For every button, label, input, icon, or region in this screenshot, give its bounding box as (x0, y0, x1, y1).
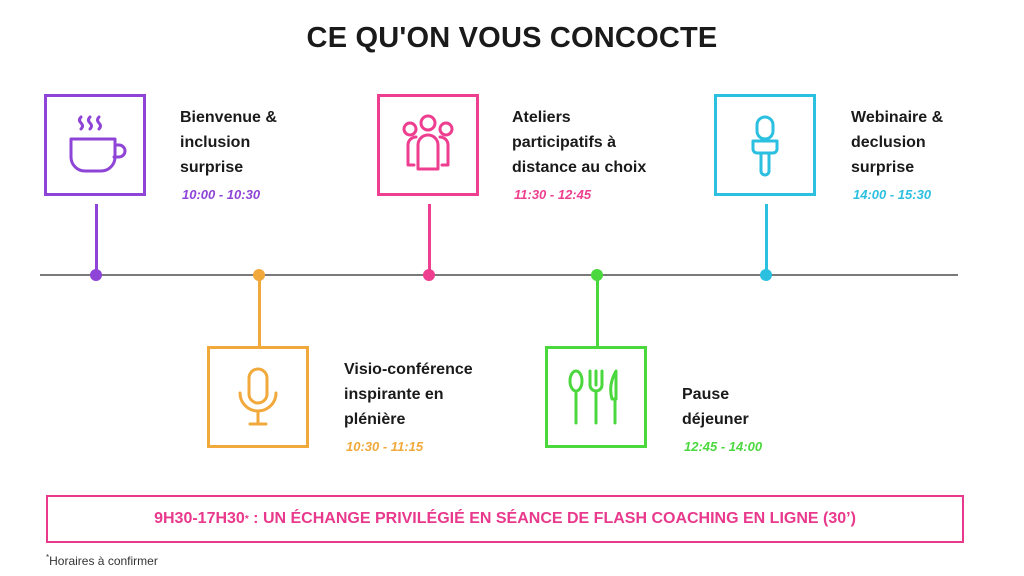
timeline-dot (760, 269, 772, 281)
coffee-cup-icon (69, 115, 127, 173)
timeline-axis (40, 274, 958, 276)
banner-mark: * (244, 513, 249, 525)
banner-text: : UN ÉCHANGE PRIVILÉGIÉ EN SÉANCE DE FLA… (248, 510, 856, 527)
event-time: 10:30 - 11:15 (346, 439, 424, 454)
timeline-dot (253, 269, 265, 281)
event-icon-box (714, 94, 816, 196)
event-icon-box (207, 346, 309, 448)
event-time: 14:00 - 15:30 (853, 187, 932, 202)
page-title: CE QU'ON VOUS CONCOCTE (306, 22, 718, 54)
group-people-icon (402, 114, 454, 171)
event-icon-box (44, 94, 146, 196)
banner-time: 9H30-17H30 (154, 510, 245, 527)
footnote: *Horaires à confirmer (46, 553, 158, 568)
cutlery-icon (568, 369, 618, 425)
handheld-mic-icon (751, 115, 779, 177)
event-icon-box (377, 94, 479, 196)
event-time: 10:00 - 10:30 (182, 187, 261, 202)
timeline-dot (591, 269, 603, 281)
event-icon-box (545, 346, 647, 448)
timeline-stem (95, 204, 98, 274)
timeline-dot (90, 269, 102, 281)
timeline-dot (423, 269, 435, 281)
timeline-stem (258, 276, 261, 346)
timeline-stem (428, 204, 431, 274)
timeline-stem (596, 276, 599, 346)
event-time: 11:30 - 12:45 (514, 187, 592, 202)
event-time: 12:45 - 14:00 (684, 439, 763, 454)
timeline-stem (765, 204, 768, 274)
microphone-icon (238, 367, 278, 426)
flash-coaching-banner: 9H30-17H30* : UN ÉCHANGE PRIVILÉGIÉ EN S… (46, 495, 964, 543)
